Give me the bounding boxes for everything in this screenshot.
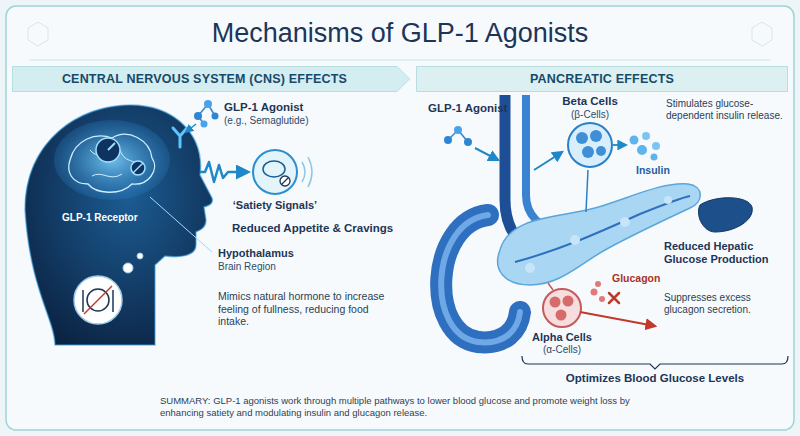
hexagon-decor [752,22,772,46]
section-band: CENTRAL NERVOUS SYSTEM (CNS) EFFECTS [12,66,410,92]
pancreas-lobule [664,196,672,204]
block-slash [282,178,289,185]
block-symbol [280,176,290,186]
glucagon-dot [591,289,598,296]
gauge-needle [108,143,115,150]
effect-note: Suppresses excess glucagon secretion. [664,292,789,316]
section-heading: CENTRAL NERVOUS SYSTEM (CNS) EFFECTS [62,72,347,86]
region-sublabel: Brain Region [218,261,276,273]
pancreatic-duct [515,196,690,262]
hexagon-decor [28,22,48,46]
fork-icon [82,290,84,312]
block-slash [84,286,112,314]
flow-arrow [534,152,562,170]
alpha-cell [550,297,561,308]
thought-dot [137,253,143,259]
effect-label: Reduced Appetite & Cravings [232,222,393,236]
glucagon-dot [595,281,601,287]
islet-link [586,170,588,212]
liver-icon [698,198,752,232]
entry-arrow [475,148,498,160]
pancreas-lobule [570,235,580,245]
binding-arrow [186,124,196,132]
beta-cell [590,130,602,142]
effect-note: Stimulates glucose-dependent insulin rel… [666,98,788,122]
knife-icon [112,290,114,312]
beta-cell [576,132,588,144]
satiety-icon [253,150,297,194]
cell-sublabel: (β-Cells) [571,109,609,121]
glucagon-dot [599,296,605,302]
insulin-dot [651,154,658,161]
region-label: Hypothalamus [218,247,294,260]
drug-label: GLP-1 Agonist [224,101,303,115]
alpha-cell [563,296,574,307]
molecule-atom [204,100,212,108]
block-slash [133,163,143,173]
band-fill [13,67,410,92]
receptor-label: GLP-1 Receptor [62,212,138,224]
molecule-atom [444,136,452,144]
receptor-symbol [173,128,187,147]
beta-cell [596,146,606,156]
drug-label: GLP-1 Agonist [428,102,507,116]
alpha-cell [556,310,567,321]
section-band: PANCREATIC EFFECTS [416,66,788,92]
insulin-dot [652,142,660,150]
gauge-icon [96,138,120,162]
pancreas-lobule [620,217,630,227]
molecule-atom [194,112,202,120]
section-heading: PANCREATIC EFFECTS [530,72,674,86]
brain-outline [69,134,155,192]
molecule-atom [454,126,462,134]
islet-link [548,283,553,290]
brain-glow [54,120,170,200]
signal-arrow [200,162,248,182]
effect-label: Reduced Hepatic Glucose Production [664,240,789,266]
cell-sublabel: (α-Cells) [543,344,581,356]
release-arrow [613,144,626,146]
outcome-label: Optimizes Blood Glucose Levels [566,372,744,386]
satiety-brain [263,161,285,177]
cell-label: Alpha Cells [532,331,592,344]
diagram-title: Mechanisms of GLP-1 Agonists [0,18,800,49]
signal-waves [302,157,312,187]
beta-cell-cluster [568,123,612,167]
summary-bracket [522,356,788,369]
signal-label: ‘Satiety Signals’ [233,199,317,212]
pancreas-lobule [525,263,535,273]
insulin-dot [630,136,639,145]
hormone-label: Glucagon [612,272,660,285]
thought-bubble [74,276,122,324]
block-symbol [131,161,145,175]
effect-note: Mimics natural hormone to increase feeli… [218,290,398,328]
band-fill [417,67,788,92]
leader-line [150,197,212,252]
summary-caption: SUMMARY: GLP-1 agonists work through mul… [160,395,640,420]
molecule-atom [201,121,208,128]
suppression-arrow [580,312,655,326]
molecule-atom [464,138,472,146]
insulin-dot [642,132,650,140]
drug-example: (e.g., Semaglutide) [224,115,309,127]
title-rule [30,60,770,61]
cell-label: Beta Cells [562,95,618,109]
thought-dot [123,263,133,273]
head-silhouette [25,105,212,345]
molecule-atom [212,113,219,120]
insulin-dot [637,145,647,155]
card-frame [6,6,794,430]
block-cross [609,293,619,303]
pancreas [498,184,701,285]
alpha-cell-cluster [543,289,581,327]
hormone-label: Insulin [636,164,670,177]
beta-cell [582,146,594,158]
